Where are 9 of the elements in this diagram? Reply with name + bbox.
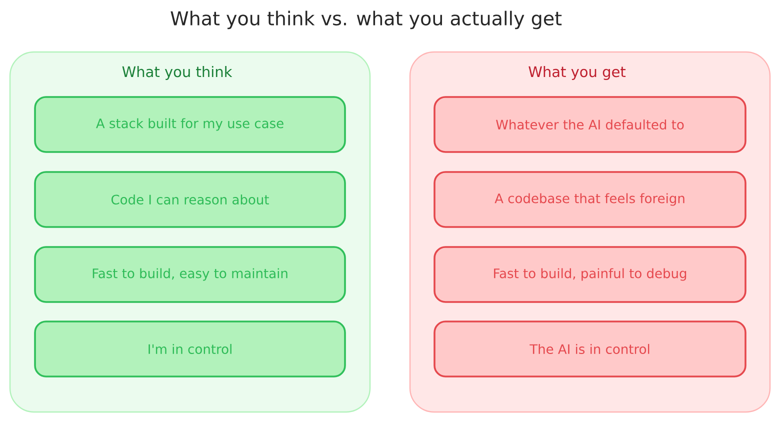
item-box: Fast to build, painful to debug [434,246,746,303]
item-box: I'm in control [34,320,346,378]
item-box: A stack built for my use case [34,96,346,153]
item-box: A codebase that feels foreign [434,171,746,228]
item-box: Fast to build, easy to maintain [34,246,346,303]
item-box: The AI is in control [434,320,746,378]
item-box: Code I can reason about [34,171,346,228]
item-box: Whatever the AI defaulted to [434,96,746,153]
title: What you think vs. what you actually get [170,10,562,30]
